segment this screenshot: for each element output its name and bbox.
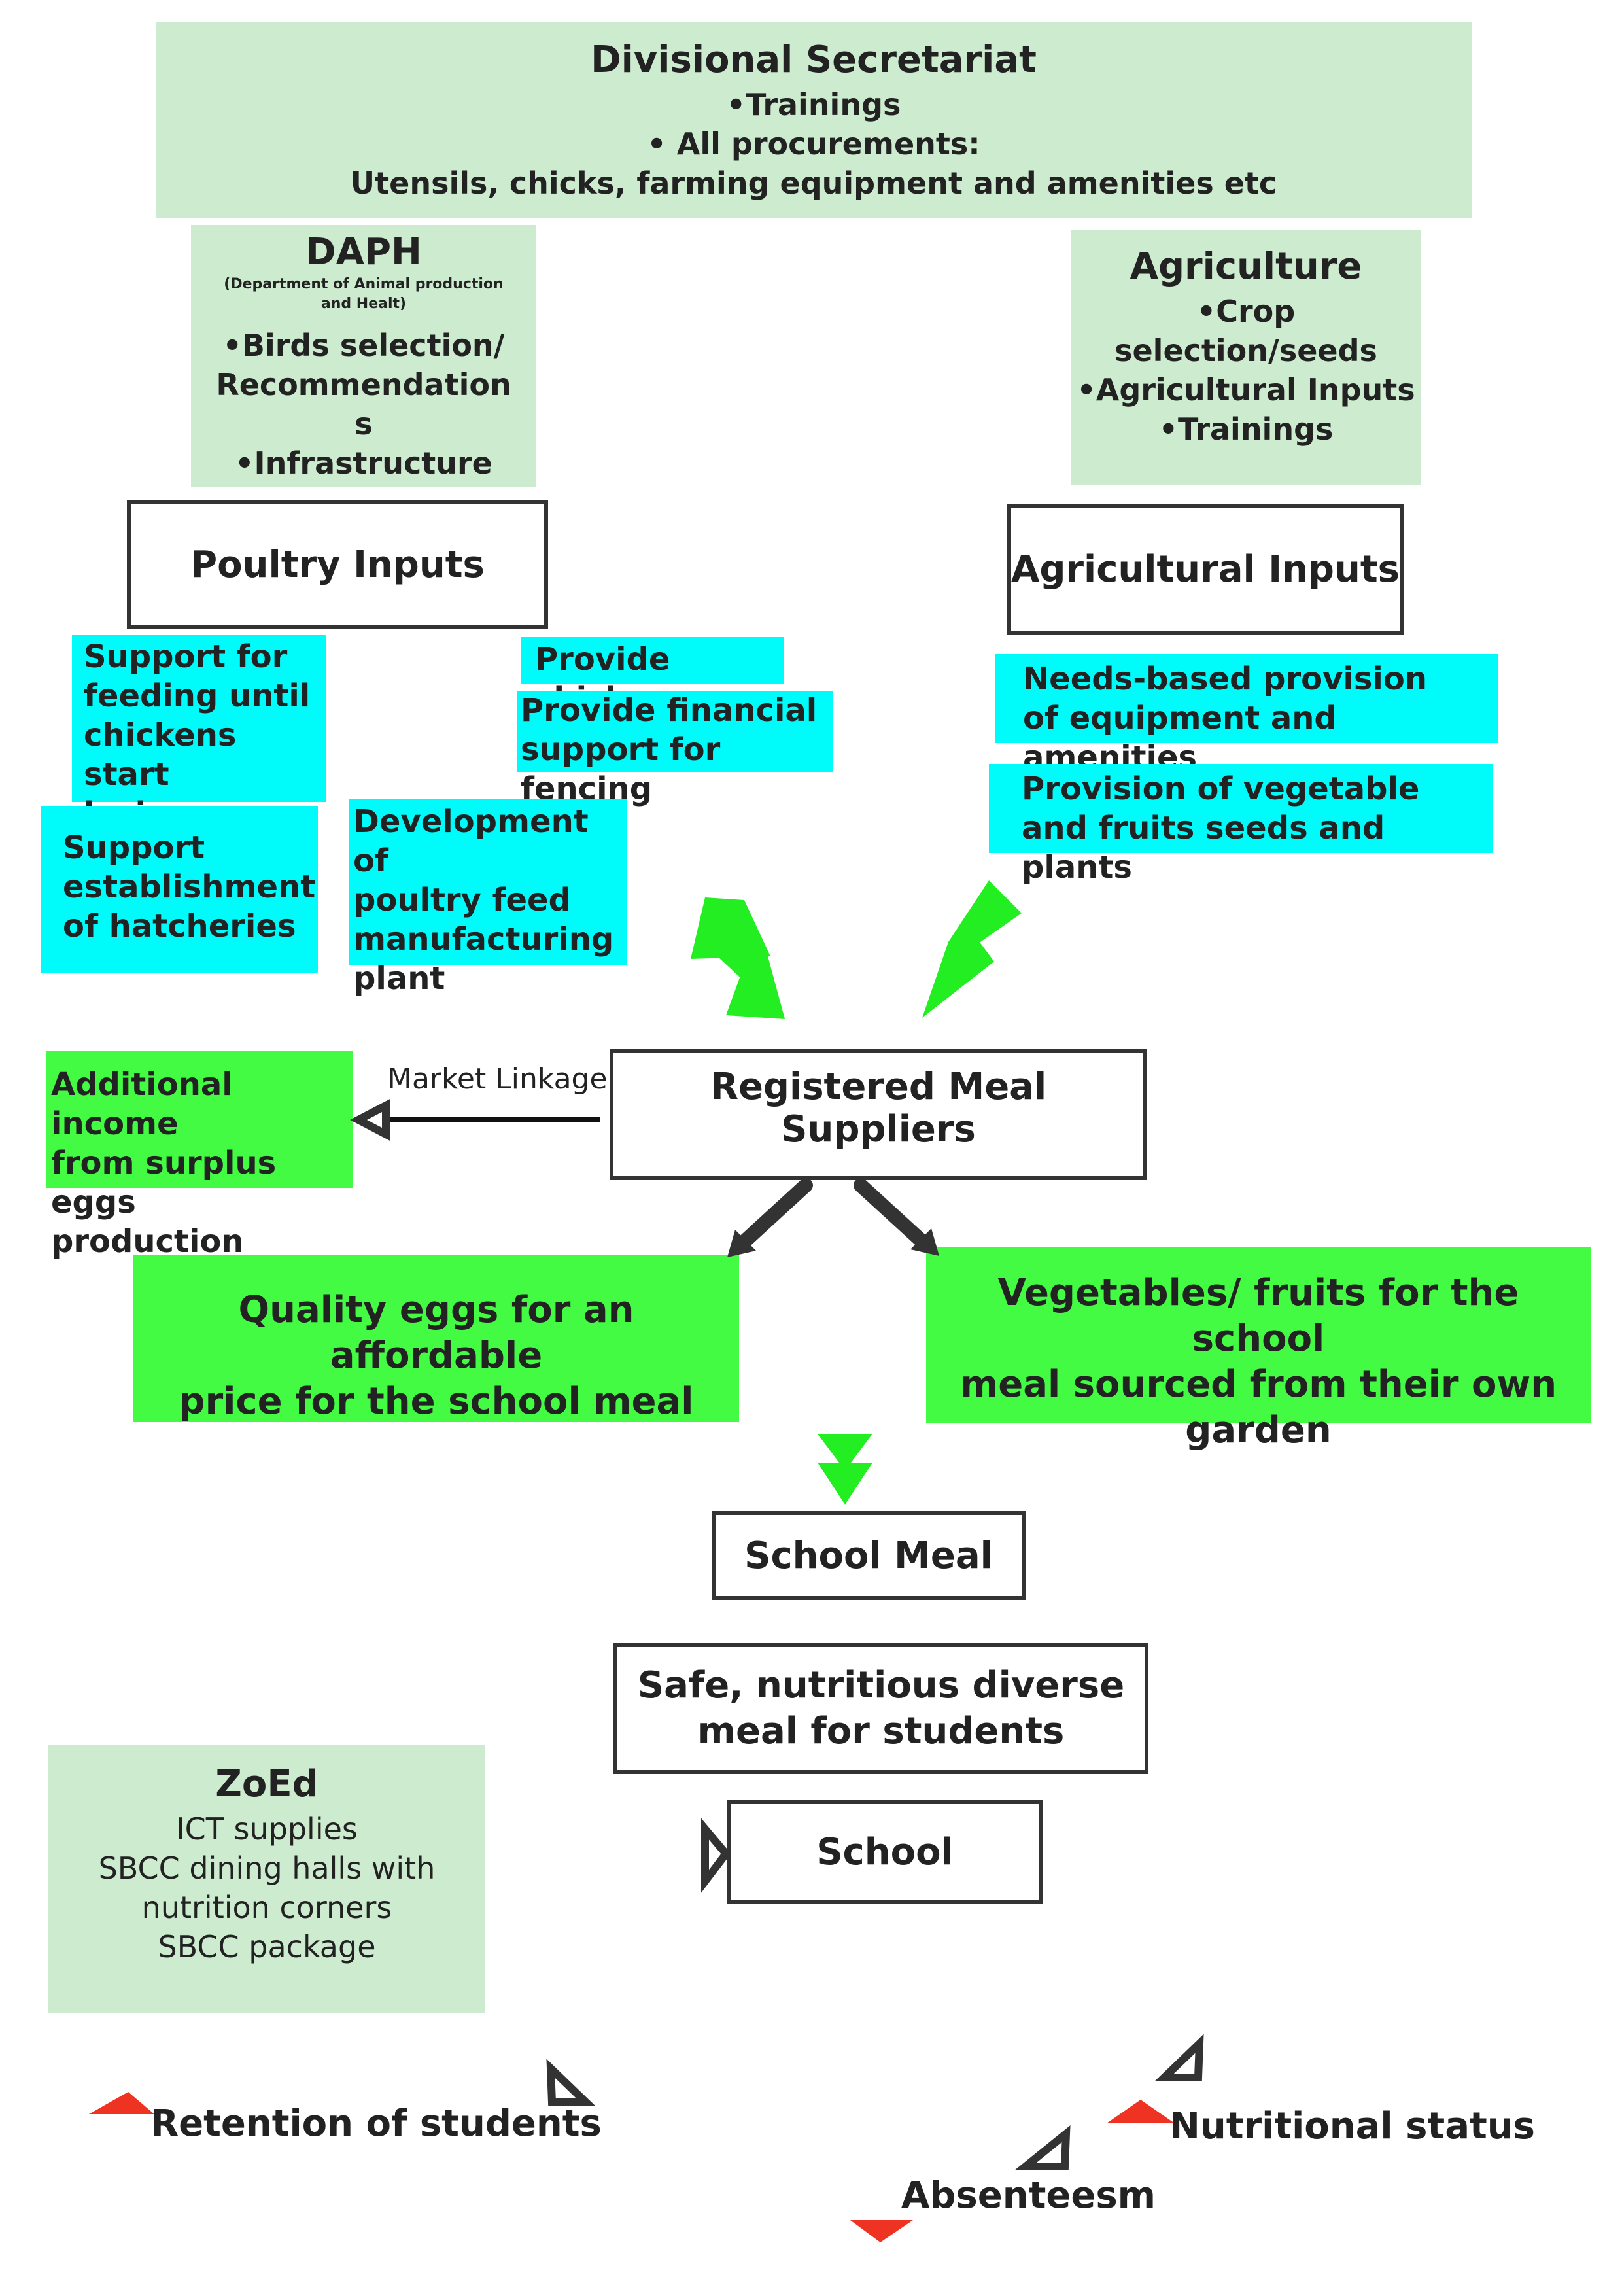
- retention-red-marker: [89, 2092, 154, 2114]
- daph-line: •Birds selection/: [222, 328, 505, 363]
- quality-eggs-line: Quality eggs for an affordable: [238, 1289, 634, 1377]
- retention-label: Retention of students: [150, 2102, 602, 2145]
- arrow-to-vegetables: [854, 1178, 939, 1256]
- daph-title: DAPH: [305, 231, 422, 273]
- vegetables-line: meal sourced from their own: [959, 1363, 1557, 1406]
- agriculture-line: selection/seeds: [1114, 333, 1377, 368]
- retention-arrow-icon: [546, 2059, 596, 2106]
- equipment-provision-line: Needs-based provision: [1023, 661, 1427, 697]
- school-label: School: [816, 1830, 954, 1873]
- seeds-provision-box: Provision of vegetable and fruits seeds …: [989, 764, 1493, 886]
- daph-box: DAPH (Department of Animal production an…: [191, 225, 536, 487]
- nutritional-status-label: Nutritional status: [1169, 2105, 1535, 2148]
- arrow-to-eggs: [727, 1178, 813, 1257]
- agricultural-inputs-label: Agricultural Inputs: [1011, 548, 1400, 591]
- feed-plant-line: poultry feed: [353, 882, 571, 918]
- feed-plant-line: Development of: [353, 803, 589, 879]
- support-feeding-line: chickens start: [84, 717, 237, 793]
- hatcheries-line: Support: [63, 829, 205, 866]
- secretariat-line: •Trainings: [726, 87, 901, 122]
- agricultural-inputs-box: Agricultural Inputs: [1007, 504, 1404, 635]
- market-linkage-arrow: [350, 1099, 600, 1141]
- poultry-inputs-box: Poultry Inputs: [127, 500, 548, 629]
- agriculture-line: •Trainings: [1158, 411, 1334, 447]
- school-box: School: [727, 1800, 1043, 1904]
- nutritional-red-marker: [1107, 2100, 1175, 2123]
- quality-eggs-line: price for the school meal: [179, 1380, 694, 1423]
- agriculture-title: Agriculture: [1130, 245, 1362, 288]
- green-arrow-down-right: [691, 897, 785, 1019]
- daph-line: •Infrastructure: [235, 445, 492, 481]
- additional-income-line: Additional income: [51, 1066, 233, 1142]
- daph-line: s: [354, 406, 373, 442]
- school-meal-label: School Meal: [744, 1534, 993, 1577]
- poultry-inputs-label: Poultry Inputs: [190, 543, 485, 586]
- zoed-line: SBCC dining halls with: [98, 1851, 436, 1886]
- hatcheries-line: of hatcheries: [63, 908, 296, 945]
- agriculture-box: Agriculture •Crop selection/seeds •Agric…: [1071, 230, 1421, 485]
- absenteesm-label: Absenteesm: [901, 2174, 1156, 2217]
- daph-subtitle: and Healt): [320, 296, 407, 312]
- zoed-title: ZoEd: [215, 1763, 319, 1805]
- seeds-provision-line: and fruits seeds and plants: [1022, 810, 1385, 886]
- agriculture-line: •Crop: [1196, 294, 1296, 329]
- additional-income-line: production: [51, 1223, 244, 1260]
- vegetables-line: garden: [1185, 1409, 1332, 1452]
- equipment-provision-box: Needs-based provision of equipment and a…: [995, 654, 1498, 776]
- vegetables-box: Vegetables/ fruits for the school meal s…: [926, 1247, 1591, 1452]
- zoed-line: nutrition corners: [141, 1890, 392, 1925]
- zoed-box: ZoEd ICT supplies SBCC dining halls with…: [48, 1745, 485, 2013]
- market-linkage-label: Market Linkage: [387, 1062, 608, 1096]
- vegetables-line: Vegetables/ fruits for the school: [997, 1272, 1519, 1360]
- school-marker-icon: [701, 1818, 731, 1893]
- zoed-line: ICT supplies: [176, 1811, 358, 1847]
- support-feeding-line: Support for: [84, 638, 288, 675]
- zoed-line: SBCC package: [158, 1929, 376, 1964]
- daph-line: Recommendation: [216, 367, 511, 402]
- divisional-secretariat-box: Divisional Secretariat •Trainings • All …: [156, 22, 1472, 218]
- safe-meal-line: meal for students: [697, 1710, 1065, 1752]
- hatcheries-box: Support establishment of hatcheries: [41, 806, 318, 973]
- secretariat-title: Divisional Secretariat: [591, 39, 1037, 81]
- quality-eggs-box: Quality eggs for an affordable price for…: [133, 1255, 739, 1423]
- registered-suppliers-box: Registered Meal Suppliers: [610, 1049, 1147, 1180]
- daph-subtitle: (Department of Animal production: [224, 276, 504, 292]
- additional-income-box: Additional income from surplus eggs prod…: [46, 1051, 353, 1260]
- feed-plant-line: plant: [353, 960, 445, 997]
- secretariat-line: Utensils, chicks, farming equipment and …: [350, 165, 1277, 201]
- school-meal-box: School Meal: [712, 1511, 1026, 1600]
- safe-meal-line: Safe, nutritious diverse: [637, 1664, 1125, 1707]
- hatcheries-line: establishment: [63, 869, 316, 905]
- absenteesm-arrow-icon: [1014, 2125, 1071, 2170]
- financial-fencing-line: Provide financial: [521, 692, 818, 729]
- safe-meal-box: Safe, nutritious diverse meal for studen…: [613, 1643, 1148, 1774]
- secretariat-line: • All procurements:: [647, 126, 980, 162]
- support-feeding-line: feeding until: [84, 678, 311, 714]
- nutritional-arrow-icon: [1154, 2034, 1204, 2081]
- feed-plant-line: manufacturing: [353, 921, 614, 958]
- green-arrow-down: [818, 1434, 872, 1505]
- green-arrow-down-left: [922, 880, 1022, 1018]
- registered-suppliers-label: Registered Meal Suppliers: [710, 1066, 1047, 1151]
- agriculture-line: •Agricultural Inputs: [1077, 372, 1415, 408]
- additional-income-line: from surplus eggs: [51, 1145, 277, 1221]
- feed-plant-box: Development of poultry feed manufacturin…: [349, 799, 627, 997]
- seeds-provision-line: Provision of vegetable: [1022, 771, 1420, 807]
- absenteesm-red-marker: [850, 2220, 913, 2242]
